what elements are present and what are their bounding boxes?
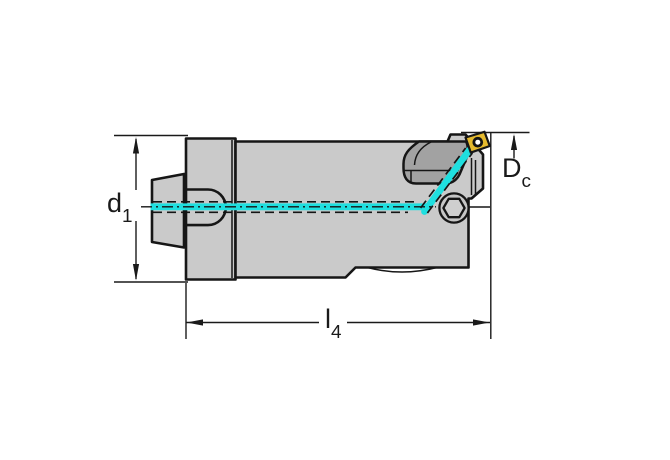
bore-wall-diag-left <box>419 147 467 209</box>
tool-body-group <box>150 133 490 281</box>
insert-hole-inner <box>475 139 481 145</box>
hex-socket-icon <box>442 197 466 219</box>
label-l4: l4 <box>325 304 342 342</box>
coolant-channel-group <box>141 146 474 215</box>
label-dc: Dc <box>502 153 531 191</box>
coolant-channel-diagonal <box>421 146 473 215</box>
label-l4-sub: 4 <box>331 321 342 343</box>
label-d1-base: d <box>107 188 123 218</box>
label-dc-sub: c <box>521 170 531 192</box>
label-d1-sub: 1 <box>122 205 133 227</box>
pocket-inner-curve <box>413 141 432 166</box>
dimension-lines <box>114 131 530 339</box>
label-dc-base: D <box>502 153 522 183</box>
l4-arrow-right <box>473 319 490 326</box>
label-l4-base: l <box>325 304 331 334</box>
dc-arrow-up <box>510 134 518 150</box>
label-d1: d1 <box>107 188 133 226</box>
tool-flange <box>150 172 186 249</box>
bottom-recess-arc <box>367 266 438 273</box>
l4-arrow-left <box>186 319 203 326</box>
d1-arrow-up <box>132 137 140 154</box>
d1-arrow-down <box>132 264 140 281</box>
insert-group <box>464 130 491 154</box>
bore-wall-diag-right <box>426 152 474 214</box>
